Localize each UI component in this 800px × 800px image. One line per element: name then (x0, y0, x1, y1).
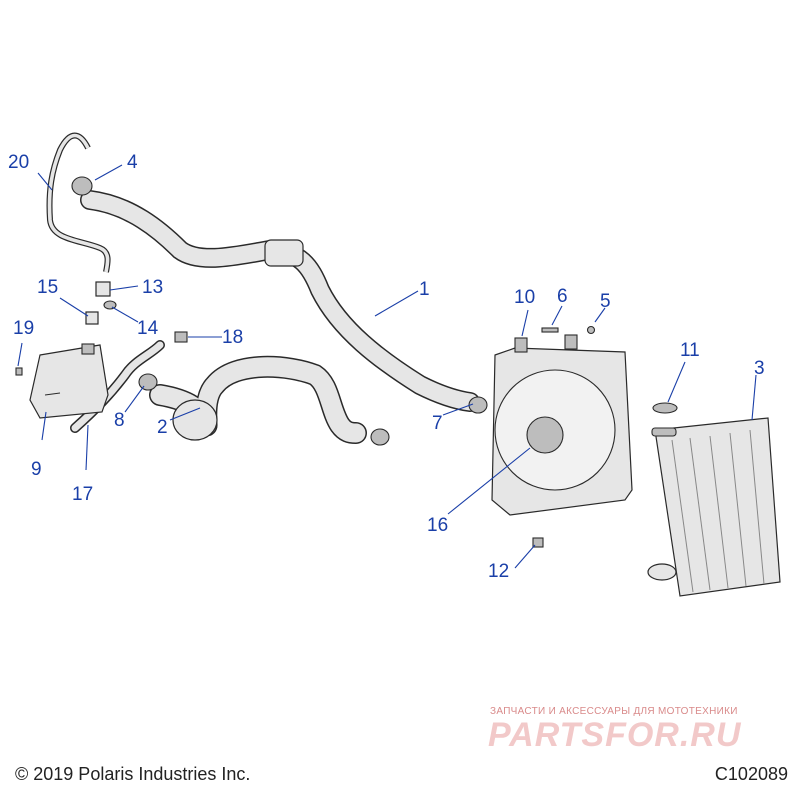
callout-18: 18 (222, 327, 243, 348)
mount-bolt-part (541, 327, 559, 333)
callout-5: 5 (600, 291, 611, 312)
hose-clamp-end-part (370, 428, 390, 446)
callout-17: 17 (72, 484, 93, 505)
filler-neck-part (85, 311, 99, 325)
lower-coolant-hose-part (149, 355, 367, 444)
nut-part (586, 325, 596, 335)
callout-labels: 1 2 3 4 5 6 7 8 9 10 11 12 13 14 15 16 1… (8, 152, 765, 582)
radiator-part (647, 417, 781, 597)
watermark-tagline: ЗАПЧАСТИ И АКСЕССУАРЫ ДЛЯ МОТОТЕХНИКИ (490, 706, 738, 717)
callout-13: 13 (142, 277, 163, 298)
callout-6: 6 (557, 286, 568, 307)
callout-16: 16 (427, 515, 448, 536)
hose-clamp-8-part (138, 373, 158, 391)
diagram-code: C102089 (714, 764, 788, 784)
callout-19: 19 (13, 318, 34, 339)
watermark-logo: PARTSFOR.RU (488, 716, 742, 754)
reservoir-cap-part (95, 281, 111, 297)
callout-20: 20 (8, 152, 29, 173)
fan-shroud-assembly-part (491, 334, 633, 516)
hose-clamp-part (71, 176, 93, 196)
callout-8: 8 (114, 410, 125, 431)
callout-4: 4 (127, 152, 138, 173)
callout-1: 1 (419, 279, 430, 300)
callout-2: 2 (157, 417, 168, 438)
callout-10: 10 (514, 287, 535, 308)
copyright-text: © 2019 Polaris Industries Inc. (15, 764, 251, 784)
callout-14: 14 (137, 318, 159, 339)
upper-coolant-hose-part (80, 190, 480, 412)
leader-lines (17, 164, 757, 569)
callout-11: 11 (680, 340, 700, 361)
grommet-part (532, 537, 544, 548)
callout-12: 12 (488, 561, 509, 582)
coolant-reservoir-part (29, 343, 109, 419)
callout-9: 9 (31, 459, 42, 480)
callout-3: 3 (754, 358, 765, 379)
screw-part (15, 367, 23, 376)
callout-15: 15 (37, 277, 58, 298)
radiator-cap-part (652, 402, 678, 414)
overflow-tube-part (46, 132, 111, 273)
hose-connector-part (174, 331, 188, 343)
callout-7: 7 (432, 413, 443, 434)
